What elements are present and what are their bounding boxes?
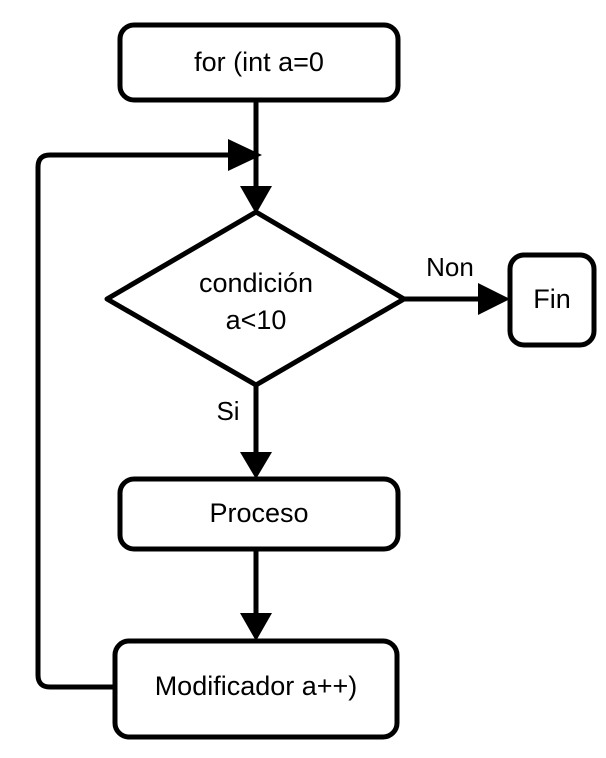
node-process[interactable]: Proceso xyxy=(117,476,401,552)
condition-label-line2: a<10 xyxy=(226,305,287,335)
node-modifier[interactable]: Modificador a++) xyxy=(112,638,400,740)
edge-label-si: Si xyxy=(216,396,239,426)
condition-diamond[interactable] xyxy=(104,209,407,388)
loop-back-arrowhead xyxy=(228,139,262,171)
node-condition[interactable]: condición a<10 xyxy=(104,209,407,388)
init-to-condition-arrowhead xyxy=(240,186,272,214)
modifier-box[interactable] xyxy=(112,638,400,740)
process-label: Proceso xyxy=(209,498,308,528)
loop-back-line xyxy=(35,152,228,690)
node-init[interactable]: for (int a=0 xyxy=(117,22,401,103)
init-label: for (int a=0 xyxy=(194,47,324,77)
condition-to-process-arrowhead xyxy=(240,452,272,479)
process-to-modifier-arrowhead xyxy=(240,613,272,641)
edge-condition-to-end: Non xyxy=(404,252,510,315)
edge-label-non: Non xyxy=(426,252,474,282)
edge-modifier-to-condition-loop xyxy=(35,139,262,690)
edge-process-to-modifier xyxy=(240,549,272,641)
end-box[interactable] xyxy=(507,252,597,348)
modifier-label: Modificador a++) xyxy=(155,671,358,701)
end-label: Fin xyxy=(533,284,571,314)
condition-label-line1: condición xyxy=(199,268,313,298)
condition-to-end-arrowhead xyxy=(478,283,510,315)
process-box[interactable] xyxy=(117,476,401,552)
init-box[interactable] xyxy=(117,22,401,103)
edge-init-to-condition xyxy=(240,100,272,214)
node-end[interactable]: Fin xyxy=(507,252,597,348)
edge-condition-to-process: Si xyxy=(216,385,272,479)
